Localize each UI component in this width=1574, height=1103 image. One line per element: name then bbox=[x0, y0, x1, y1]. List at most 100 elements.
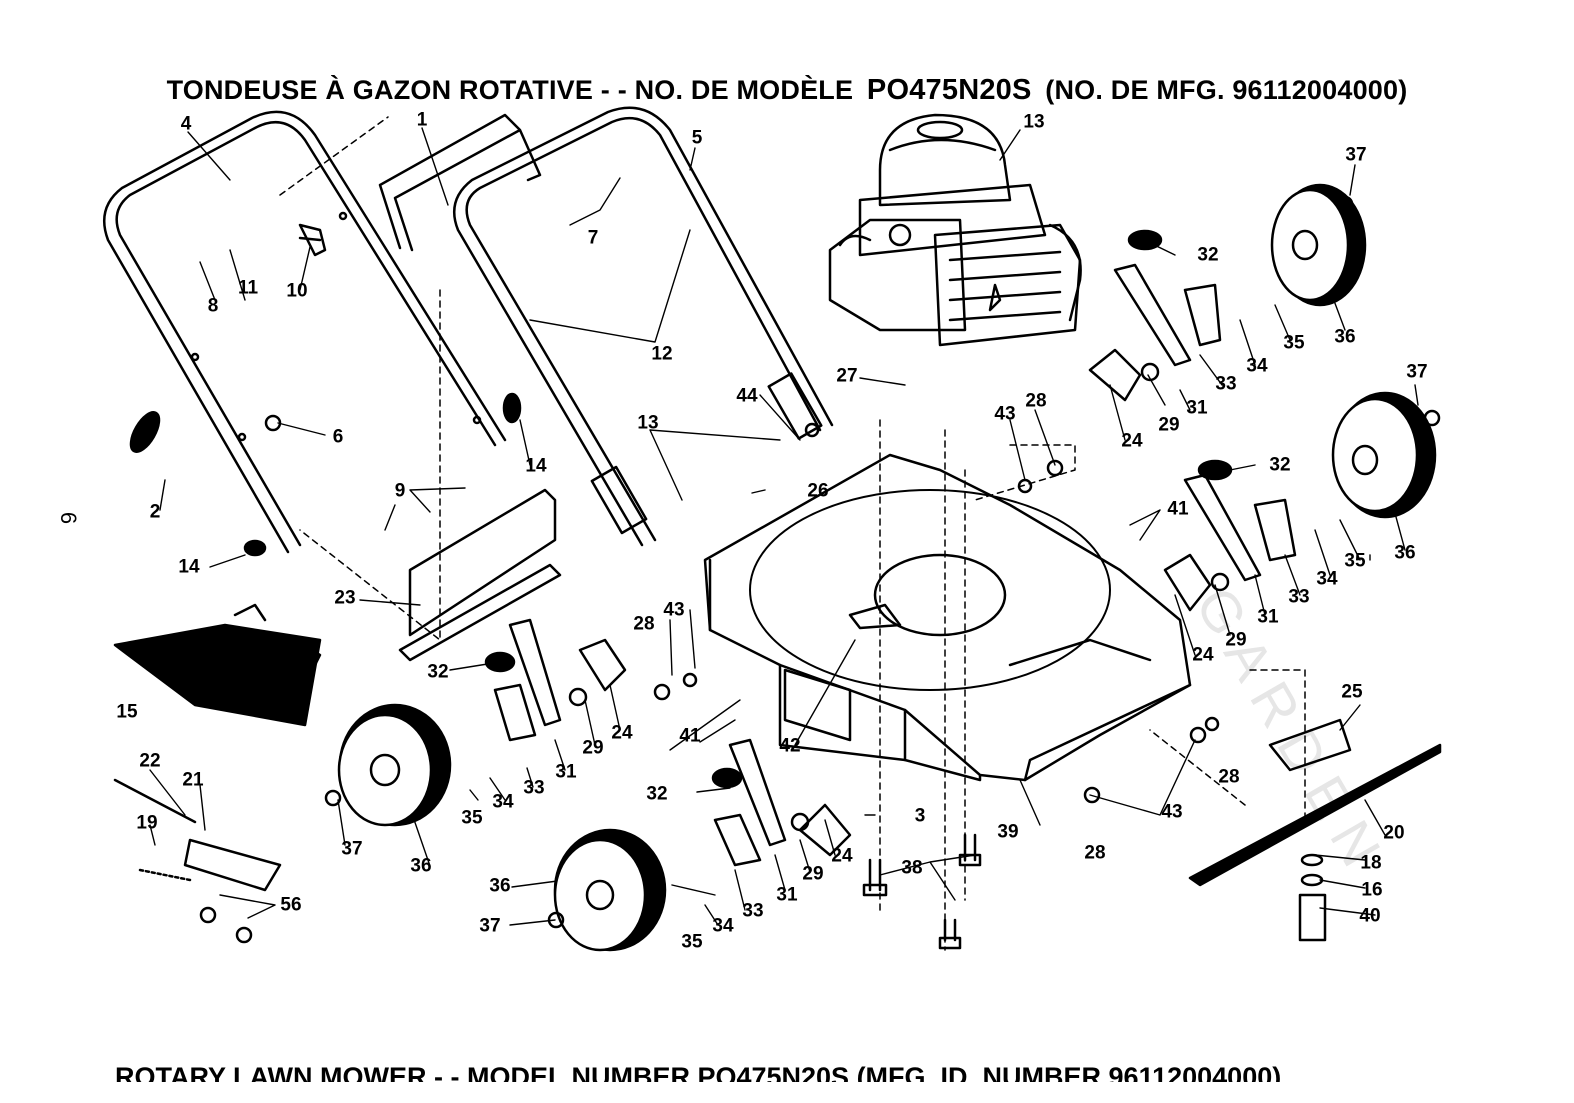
model-number: PO475N20S bbox=[866, 74, 1032, 106]
callout-31b: 31 bbox=[1257, 606, 1279, 628]
callout-22: 22 bbox=[139, 750, 161, 772]
callout-29a: 29 bbox=[1158, 414, 1180, 436]
callout-9: 9 bbox=[394, 480, 406, 502]
footer-caption: ROTARY LAWN MOWER - - MODEL NUMBER PO475… bbox=[115, 1062, 1282, 1082]
callout-32b: 32 bbox=[1269, 454, 1291, 476]
callout-37c: 37 bbox=[341, 838, 363, 860]
callout-19: 19 bbox=[136, 812, 158, 834]
callout-43c: 43 bbox=[1161, 801, 1183, 823]
callout-12: 12 bbox=[651, 343, 673, 365]
callout-36b: 36 bbox=[1394, 542, 1416, 564]
callout-31a: 31 bbox=[1186, 397, 1208, 419]
callout-43a: 43 bbox=[994, 403, 1016, 425]
callout-7: 7 bbox=[587, 227, 599, 249]
callout-33a: 33 bbox=[1215, 373, 1237, 395]
callout-3: 3 bbox=[914, 805, 926, 827]
wheel-front-left bbox=[337, 703, 452, 827]
callout-16: 16 bbox=[1361, 879, 1383, 901]
callout-35c: 35 bbox=[461, 807, 483, 829]
callout-24a: 24 bbox=[1121, 430, 1143, 452]
callout-29b: 29 bbox=[1225, 629, 1247, 651]
callout-33d: 33 bbox=[742, 900, 764, 922]
callout-44: 44 bbox=[736, 385, 758, 407]
callout-39: 39 bbox=[997, 821, 1019, 843]
callout-8: 8 bbox=[207, 295, 219, 317]
callout-42: 42 bbox=[779, 735, 801, 757]
upper-handle-left bbox=[103, 110, 507, 554]
bolts bbox=[862, 833, 1327, 950]
callout-13b: 13 bbox=[637, 412, 659, 434]
callout-34d: 34 bbox=[712, 915, 734, 937]
rear-discharge-door bbox=[398, 488, 562, 662]
callout-5: 5 bbox=[691, 127, 703, 149]
callout-38: 38 bbox=[901, 857, 923, 879]
callout-24b: 24 bbox=[1192, 644, 1214, 666]
callout-40: 40 bbox=[1359, 905, 1381, 927]
callout-41a: 41 bbox=[1167, 498, 1189, 520]
callout-11: 11 bbox=[237, 277, 259, 299]
mfg-number: (NO. DE MFG. 96112004000) bbox=[1045, 75, 1408, 105]
callout-35d: 35 bbox=[681, 931, 703, 953]
wheel-front-right bbox=[553, 828, 667, 952]
callout-2: 2 bbox=[149, 501, 161, 523]
grass-deflector bbox=[113, 603, 322, 727]
callout-25: 25 bbox=[1341, 681, 1363, 703]
callout-41b: 41 bbox=[679, 725, 701, 747]
callout-28c: 28 bbox=[1218, 766, 1240, 788]
callout-34b: 34 bbox=[1316, 568, 1338, 590]
callout-21: 21 bbox=[182, 769, 204, 791]
engine bbox=[828, 113, 1082, 347]
callout-28a: 28 bbox=[1025, 390, 1047, 412]
callout-35a: 35 bbox=[1283, 332, 1305, 354]
callout-36a: 36 bbox=[1334, 326, 1356, 348]
callout-15: 15 bbox=[116, 701, 138, 723]
callout-37d: 37 bbox=[479, 915, 501, 937]
callout-31c: 31 bbox=[555, 761, 577, 783]
callout-37a: 37 bbox=[1345, 144, 1367, 166]
callout-36c: 36 bbox=[410, 855, 432, 877]
callout-18: 18 bbox=[1360, 852, 1382, 874]
wheel-rear-right-top bbox=[1270, 183, 1367, 307]
callout-35b: 35 bbox=[1344, 550, 1366, 572]
axle-assembly bbox=[113, 778, 282, 892]
upper-handle-right bbox=[453, 106, 834, 547]
callout-6: 6 bbox=[332, 426, 344, 448]
callout-26: 26 bbox=[807, 480, 829, 502]
callout-13: 13 bbox=[1023, 111, 1045, 133]
wheel-rear-right-bottom bbox=[1331, 391, 1437, 519]
callout-4: 4 bbox=[180, 113, 192, 135]
callout-27: 27 bbox=[836, 365, 858, 387]
callout-32c: 32 bbox=[427, 661, 449, 683]
callout-14: 14 bbox=[525, 455, 547, 477]
callout-10: 10 bbox=[286, 280, 308, 302]
callout-43b: 43 bbox=[663, 599, 685, 621]
callout-34a: 34 bbox=[1246, 355, 1268, 377]
callout-23: 23 bbox=[334, 587, 356, 609]
callout-31d: 31 bbox=[776, 884, 798, 906]
mower-deck bbox=[703, 453, 1192, 782]
callout-34c: 34 bbox=[492, 791, 514, 813]
small-hardware bbox=[129, 195, 1441, 944]
callout-29d: 29 bbox=[802, 863, 824, 885]
callout-33c: 33 bbox=[523, 777, 545, 799]
callout-33b: 33 bbox=[1288, 586, 1310, 608]
callout-28d: 28 bbox=[1084, 842, 1106, 864]
diagram-title: TONDEUSE À GAZON ROTATIVE - - NO. DE MOD… bbox=[0, 74, 1574, 107]
height-adjusters bbox=[493, 263, 1297, 867]
callout-14b: 14 bbox=[178, 556, 200, 578]
callout-28b: 28 bbox=[633, 613, 655, 635]
callout-56: 56 bbox=[280, 894, 302, 916]
leader-lines bbox=[149, 127, 1419, 926]
callout-32a: 32 bbox=[1197, 244, 1219, 266]
callout-1: 1 bbox=[416, 109, 428, 131]
callout-37b: 37 bbox=[1406, 361, 1428, 383]
callout-24d: 24 bbox=[831, 845, 853, 867]
title-prefix: TONDEUSE À GAZON ROTATIVE - - NO. DE MOD… bbox=[166, 75, 854, 105]
control-bail bbox=[378, 113, 542, 252]
callout-29c: 29 bbox=[582, 737, 604, 759]
callout-20: 20 bbox=[1383, 822, 1405, 844]
mower-blade bbox=[1188, 718, 1442, 887]
callout-32d: 32 bbox=[646, 783, 668, 805]
callout-24c: 24 bbox=[611, 722, 633, 744]
